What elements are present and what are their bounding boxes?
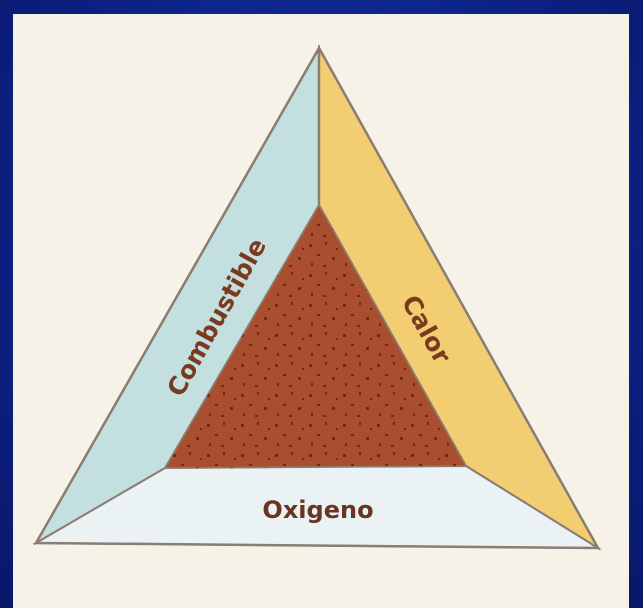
oxigeno-label: Oxigeno: [262, 496, 373, 524]
